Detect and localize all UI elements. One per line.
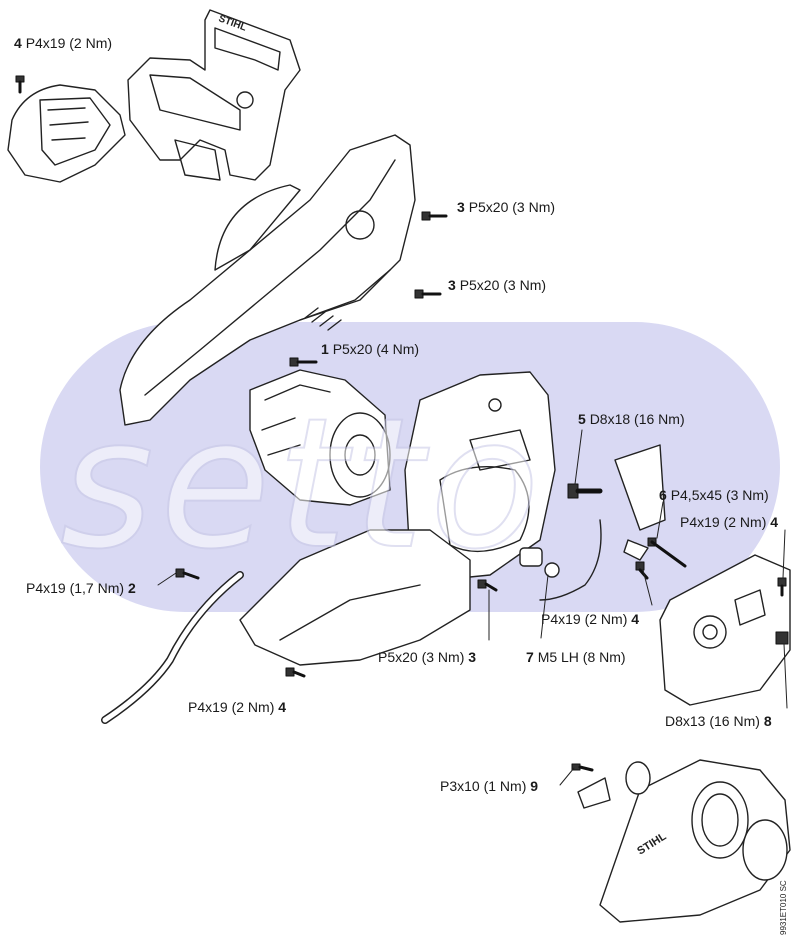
callout-7: 7 M5 LH (8 Nm) <box>526 649 626 665</box>
callout-spec: P4x19 (2 Nm) <box>188 699 275 715</box>
callout-3-a: 3 P5x20 (3 Nm) <box>457 199 555 215</box>
callout-2: P4x19 (1,7 Nm) 2 <box>26 580 136 596</box>
callout-number: 4 <box>14 35 22 51</box>
screw-3-c <box>477 579 498 592</box>
screw-4-bottom <box>285 667 306 678</box>
front-lower-shell <box>239 529 471 666</box>
power-cable <box>101 571 244 724</box>
callout-3-b: 3 P5x20 (3 Nm) <box>448 277 546 293</box>
leader-lines <box>157 429 788 786</box>
rear-handle <box>127 9 301 181</box>
callout-number: 4 <box>770 514 779 530</box>
callout-5: 5 D8x18 (16 Nm) <box>578 411 685 427</box>
callout-spec: M5 LH (8 Nm) <box>537 649 626 665</box>
callout-spec: P3x10 (1 Nm) <box>440 778 527 794</box>
callout-spec: P4x19 (2 Nm) <box>25 35 113 51</box>
callout-3-c: P5x20 (3 Nm) 3 <box>378 649 476 665</box>
callout-spec: P5x20 (4 Nm) <box>332 341 420 357</box>
callout-number: 6 <box>659 487 667 503</box>
callout-4-bottom: P4x19 (2 Nm) 4 <box>188 699 286 715</box>
screw-1 <box>289 357 318 367</box>
watermark-text: setto <box>59 379 546 590</box>
drawing-code: 9931ET010 SC <box>779 880 788 935</box>
callout-spec: D8x13 (16 Nm) <box>665 713 760 729</box>
callout-number: 7 <box>526 649 534 665</box>
callout-spec: P5x20 (3 Nm) <box>459 277 547 293</box>
callout-4-right: P4x19 (2 Nm) 4 <box>680 514 778 530</box>
callout-spec: P4x19 (2 Nm) <box>680 514 767 530</box>
callout-4-top: 4 P4x19 (2 Nm) <box>14 35 112 51</box>
callout-9: P3x10 (1 Nm) 9 <box>440 778 538 794</box>
callout-number: 3 <box>457 199 465 215</box>
callout-spec: P5x20 (3 Nm) <box>378 649 465 665</box>
screw-4-top <box>15 75 25 94</box>
screw-3-b <box>414 289 442 299</box>
screw-6 <box>647 537 687 568</box>
callout-spec: P5x20 (3 Nm) <box>468 199 556 215</box>
screws <box>15 75 789 772</box>
callout-number: 1 <box>321 341 329 357</box>
callout-number: 2 <box>127 580 136 596</box>
callout-spec: P4x19 (2 Nm) <box>541 611 628 627</box>
screw-9 <box>571 763 594 772</box>
screw-8 <box>775 631 789 645</box>
callout-spec: D8x18 (16 Nm) <box>589 411 685 427</box>
chain-guide-plate <box>659 554 791 706</box>
callout-number: 5 <box>578 411 586 427</box>
screw-3-a <box>421 211 448 221</box>
screw-4-right <box>777 577 787 597</box>
motor-housing-shell <box>119 134 416 426</box>
sprocket-cover <box>577 759 791 923</box>
screw-4-mid <box>635 561 649 580</box>
callout-number: 3 <box>448 277 456 293</box>
callout-number: 4 <box>278 699 287 715</box>
callout-6: 6 P4,5x45 (3 Nm) <box>659 487 769 503</box>
chain-tensioner-parts <box>519 444 666 601</box>
handle-cover-part <box>7 84 126 183</box>
callout-4-mid: P4x19 (2 Nm) 4 <box>541 611 639 627</box>
callout-number: 9 <box>530 778 539 794</box>
callout-number: 8 <box>763 713 772 729</box>
screw-5 <box>567 483 603 499</box>
callout-spec: P4,5x45 (3 Nm) <box>670 487 769 503</box>
callout-number: 3 <box>468 649 477 665</box>
callout-8: D8x13 (16 Nm) 8 <box>665 713 772 729</box>
callout-number: 4 <box>631 611 640 627</box>
electric-motor <box>249 369 391 506</box>
callout-1: 1 P5x20 (4 Nm) <box>321 341 419 357</box>
callout-spec: P4x19 (1,7 Nm) <box>26 580 125 596</box>
